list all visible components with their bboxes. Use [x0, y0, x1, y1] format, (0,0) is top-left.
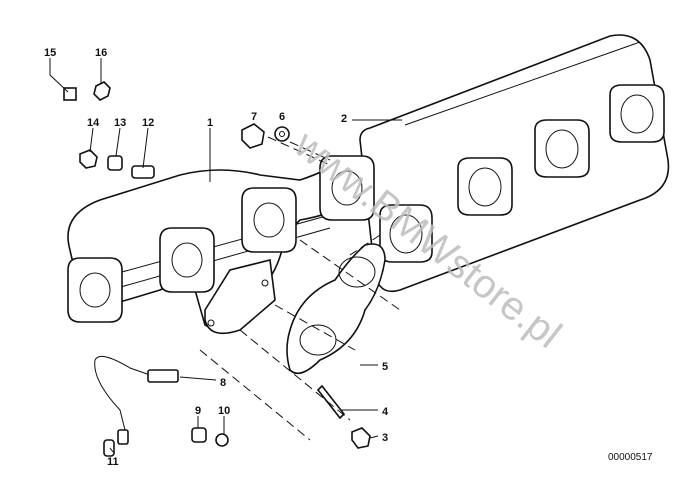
label-4: 4 [382, 406, 389, 418]
part-labels: 15 16 14 13 12 1 7 6 2 5 8 4 3 9 10 11 [44, 47, 389, 468]
label-1: 1 [207, 117, 213, 129]
manifold-gasket [286, 243, 386, 375]
heat-shield [359, 34, 670, 293]
assembly-lines [199, 136, 401, 441]
label-3: 3 [382, 432, 388, 444]
label-12: 12 [142, 117, 154, 129]
label-13: 13 [114, 117, 126, 129]
label-6: 6 [279, 111, 285, 123]
label-2: 2 [341, 113, 347, 125]
leader-lines [49, 58, 402, 453]
exhaust-manifold [67, 155, 375, 335]
drawing-number: 00000517 [608, 452, 653, 463]
label-11: 11 [107, 456, 119, 468]
label-14: 14 [87, 117, 100, 129]
label-9: 9 [195, 405, 201, 417]
label-7: 7 [251, 111, 257, 123]
label-16: 16 [95, 47, 107, 59]
label-8: 8 [220, 377, 226, 389]
label-5: 5 [382, 361, 388, 373]
label-15: 15 [44, 47, 56, 59]
label-10: 10 [218, 405, 230, 417]
